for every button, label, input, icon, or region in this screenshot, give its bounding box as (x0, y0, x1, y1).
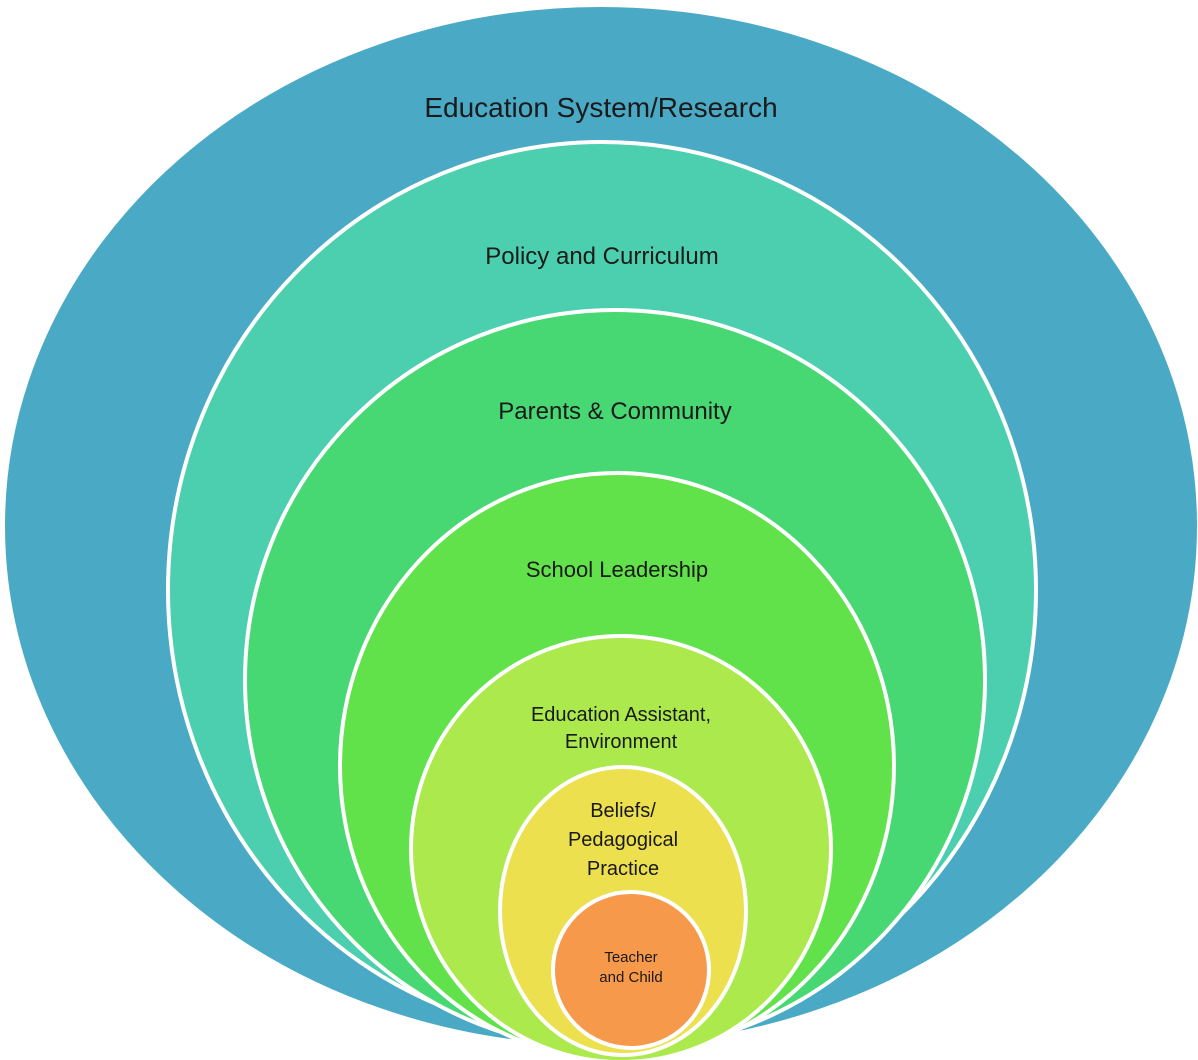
education-assistant-environment-label-line: Environment (565, 731, 678, 753)
beliefs-pedagogical-practice-label-line: Pedagogical (568, 829, 678, 851)
layer-rings (3, 5, 1198, 1060)
teacher-and-child-label-line: Teacher (604, 949, 657, 966)
beliefs-pedagogical-practice-label-line: Practice (587, 858, 659, 880)
policy-and-curriculum-label: Policy and Curriculum (485, 243, 718, 270)
beliefs-pedagogical-practice-label-line: Beliefs/ (590, 800, 656, 822)
school-leadership-label: School Leadership (526, 557, 708, 582)
policy-and-curriculum-label-line: Policy and Curriculum (485, 243, 718, 270)
education-assistant-environment-label-line: Education Assistant, (531, 704, 711, 726)
teacher-and-child-ring (551, 890, 711, 1050)
education-system-research-label-line: Education System/Research (424, 92, 777, 123)
parents-and-community-label: Parents & Community (498, 398, 731, 425)
parents-and-community-label-line: Parents & Community (498, 398, 731, 425)
teacher-and-child-label: Teacher and Child (599, 949, 662, 986)
school-leadership-label-line: School Leadership (526, 557, 708, 582)
teacher-and-child-label-line: and Child (599, 969, 662, 986)
education-system-research-label: Education System/Research (424, 92, 777, 123)
education-assistant-environment-label: Education Assistant, Environment (531, 704, 711, 753)
